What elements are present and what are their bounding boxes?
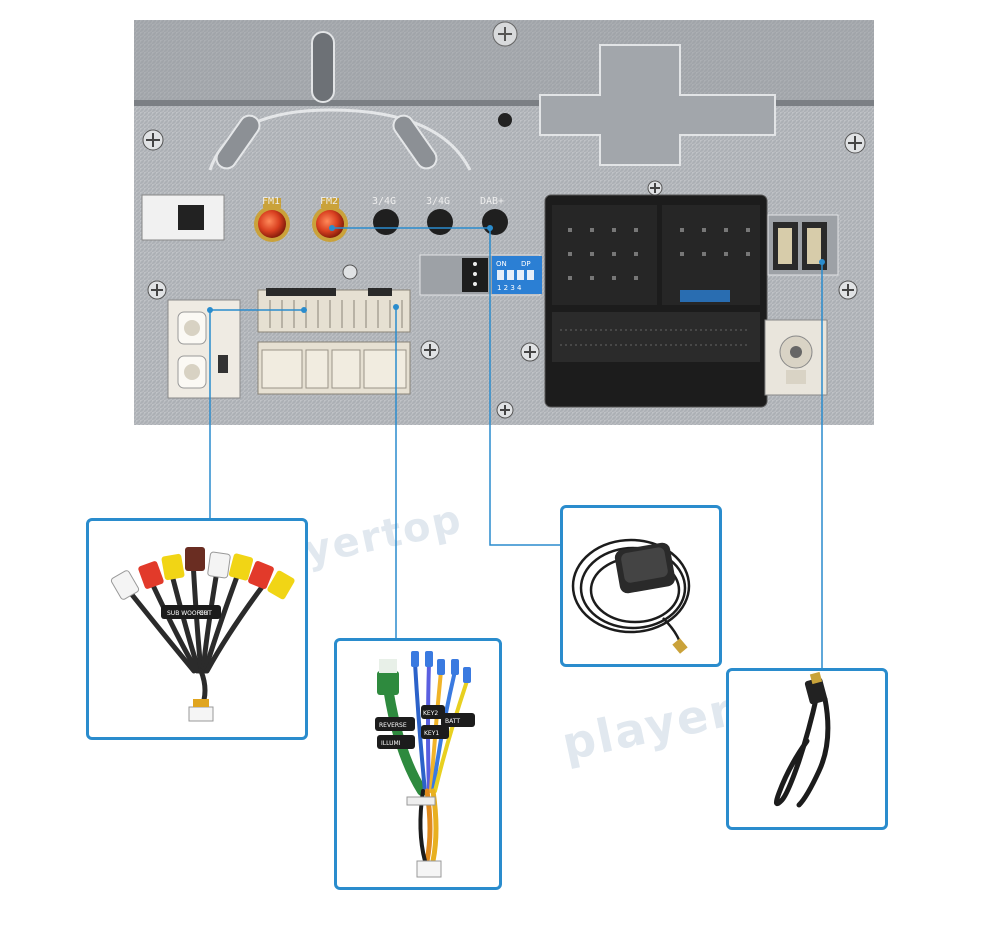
callout-gps-antenna — [560, 505, 722, 667]
rca-tag-out: OUT — [199, 610, 212, 617]
rca-plugs — [110, 547, 295, 600]
radio-antenna-port — [764, 319, 828, 396]
usb-plug — [804, 671, 828, 705]
antenna-label-4g-1: 3/4G — [372, 196, 396, 207]
harness-connector-top — [257, 288, 411, 333]
screw-center-2 — [520, 342, 540, 362]
control-tag-key2: KEY2 — [423, 710, 438, 717]
control-tag-batt: BATT — [445, 718, 460, 725]
rear-panel: FM1 FM2 3/4G 3/4G DAB+ ON DP 1 2 3 4 — [134, 20, 874, 425]
control-harness-illustration: REVERSE ILLUMI KEY2 KEY1 BATT — [375, 651, 475, 878]
dip-dp-label: DP — [521, 260, 531, 268]
callout-rca-harness: SUB WOOFER OUT — [86, 518, 308, 740]
antenna-label-fm2: FM2 — [320, 196, 338, 207]
rca-tag-sub: SUB WOOFER — [167, 610, 208, 617]
screw-right-top — [844, 132, 866, 154]
screw-top-iso — [647, 180, 663, 196]
screw-right-mid — [838, 280, 858, 300]
rca-harness-illustration: SUB WOOFER OUT — [110, 547, 295, 722]
screw-left-top — [142, 129, 164, 151]
dip-numbers: 1 2 3 4 — [497, 284, 522, 292]
dip-on-label: ON — [496, 260, 507, 268]
usb-ports — [773, 222, 827, 270]
iso-connector — [544, 194, 768, 408]
antenna-socket-fm1 — [254, 198, 290, 242]
control-tag-reverse: REVERSE — [379, 722, 407, 729]
callout-usb-cable — [726, 668, 888, 830]
antenna-socket-fm2 — [312, 198, 348, 242]
control-tag-illumi: ILLUMI — [381, 740, 401, 747]
antenna-label-dab: DAB+ — [480, 196, 504, 207]
antenna-label-4g-2: 3/4G — [426, 196, 450, 207]
gps-antenna-illustration — [571, 538, 691, 654]
antenna-label-fm1: FM1 — [262, 196, 280, 207]
usb-cable-illustration — [773, 671, 831, 808]
gps-puck — [614, 542, 676, 594]
harness-connector-bottom — [257, 341, 411, 395]
control-tag-key1: KEY1 — [424, 730, 439, 737]
screw-left-mid — [147, 280, 167, 300]
screw-center — [420, 340, 440, 360]
callout-control-harness: REVERSE ILLUMI KEY2 KEY1 BATT — [334, 638, 502, 890]
screw-bottom — [496, 401, 514, 419]
